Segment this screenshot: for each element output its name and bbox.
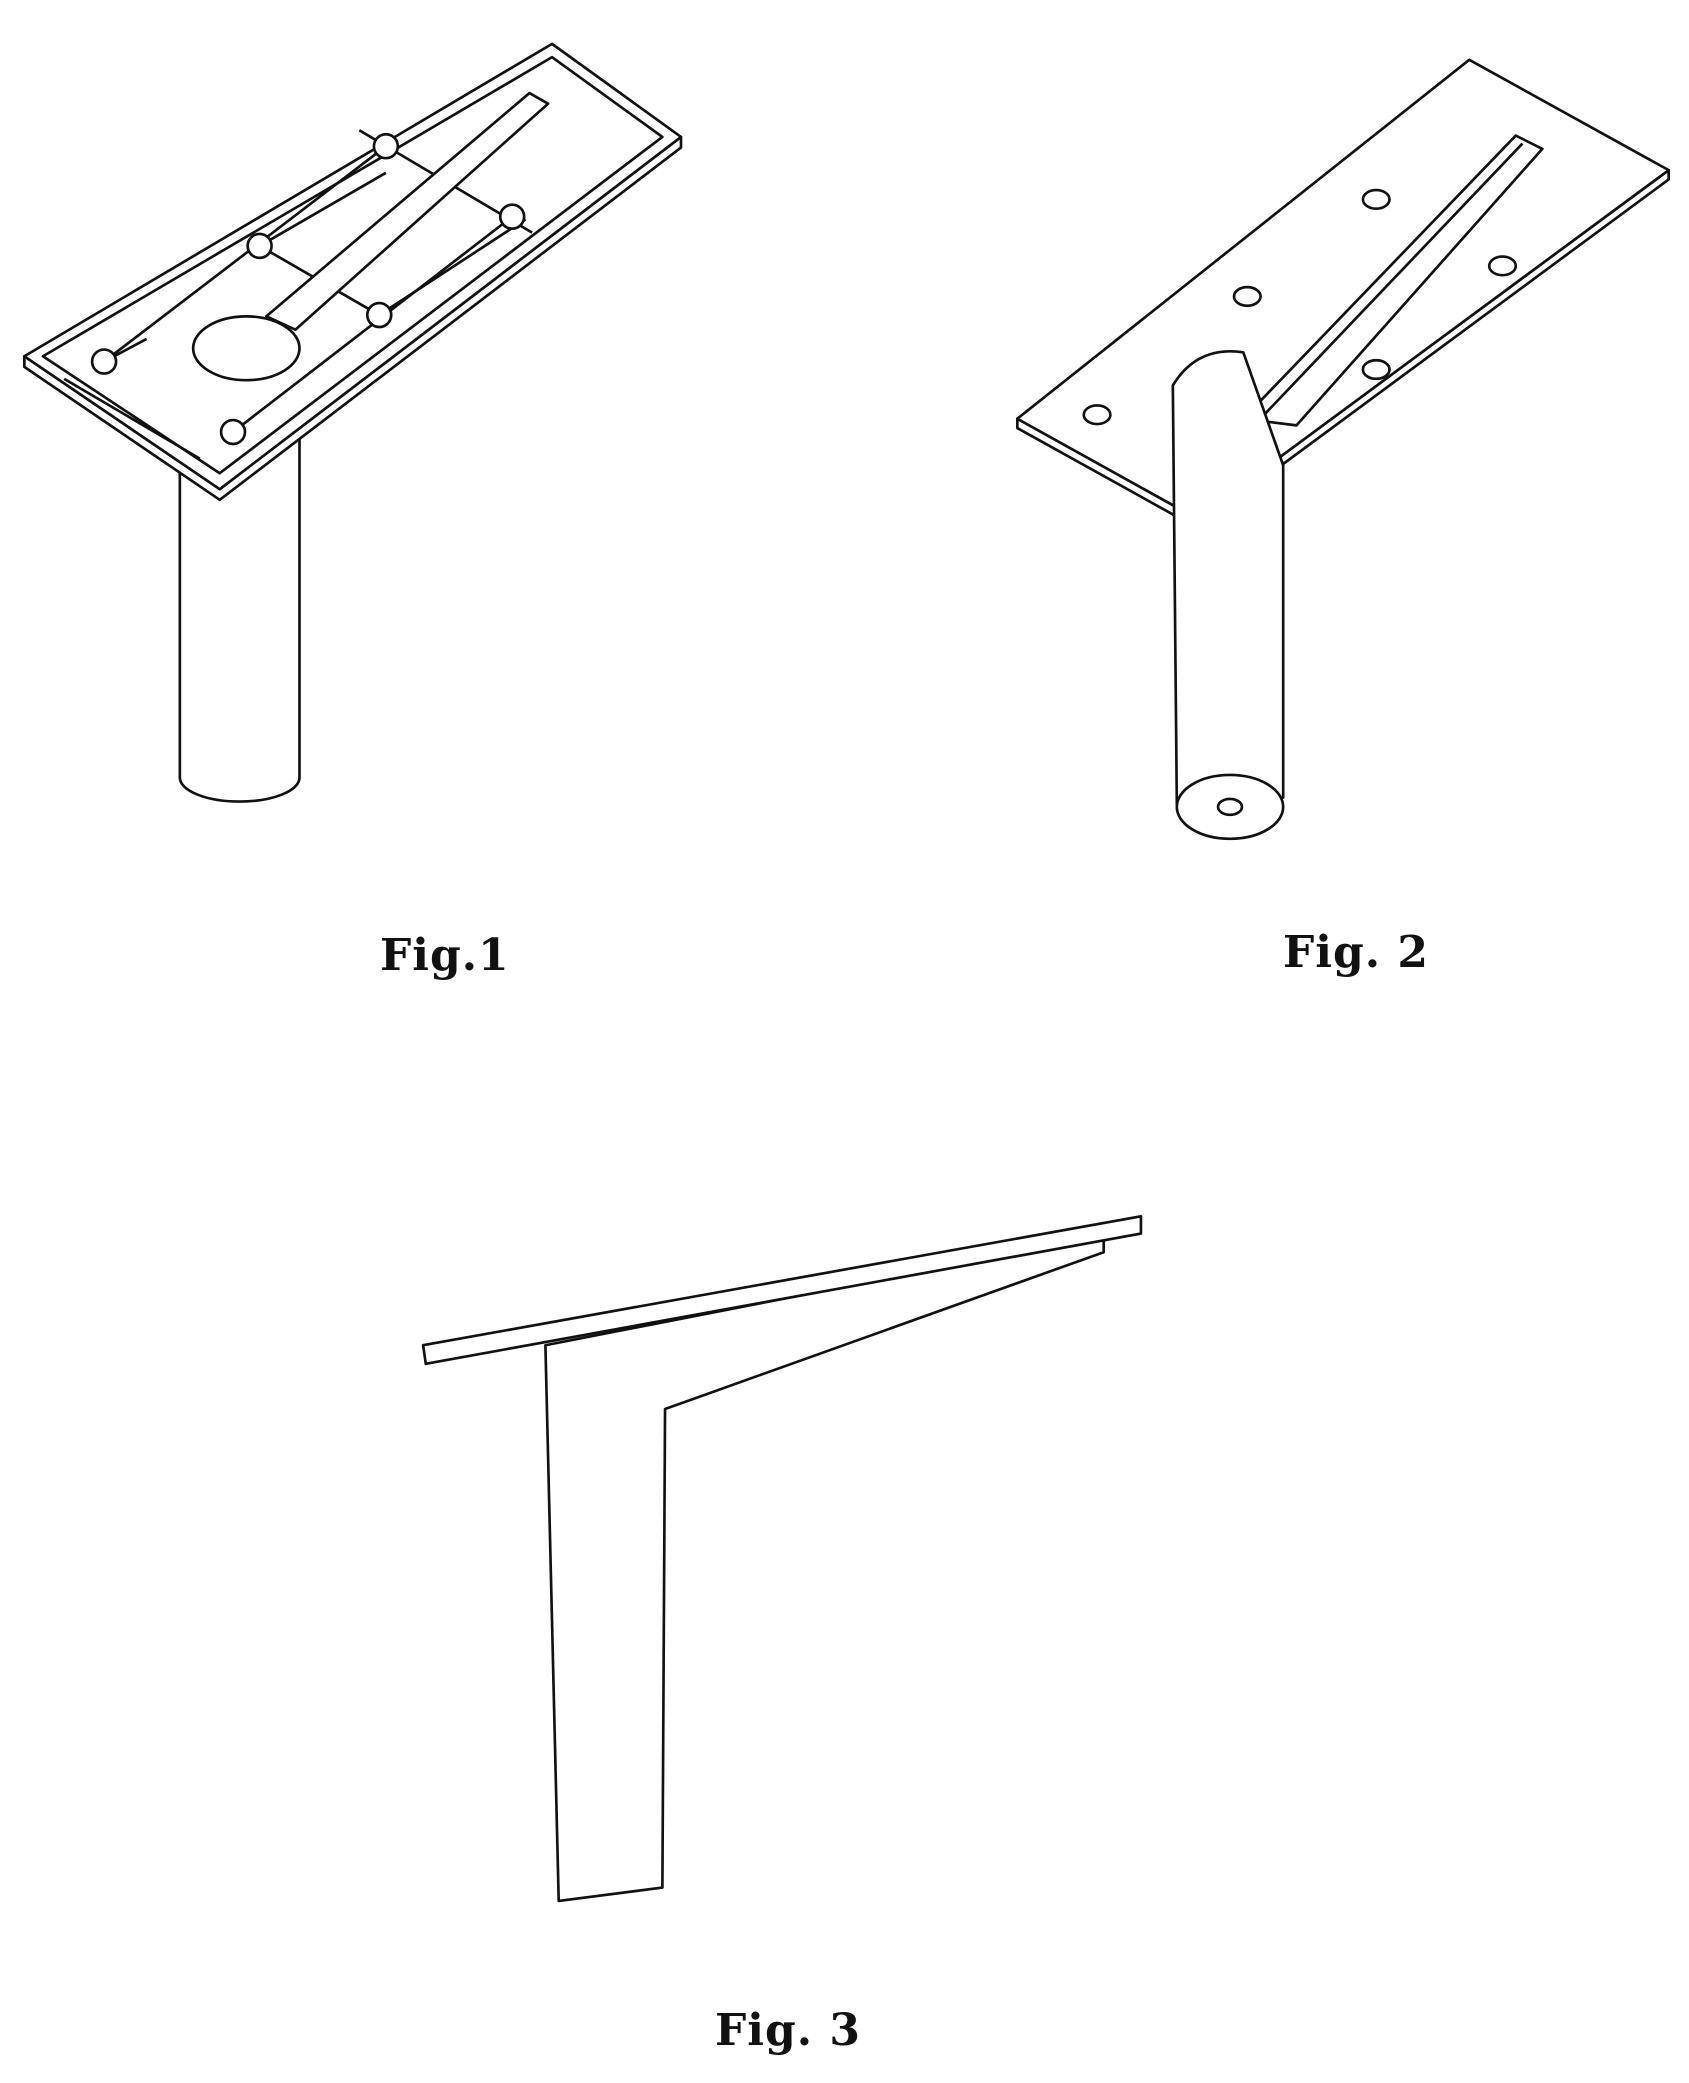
fig2-plate xyxy=(1015,58,1670,520)
fig1-slot xyxy=(264,91,550,331)
screw-hole xyxy=(498,203,526,230)
screw-hole xyxy=(372,132,400,160)
fig2-screw-holes xyxy=(1082,188,1518,426)
screw-hole xyxy=(90,348,118,375)
fig3-plate xyxy=(421,1214,1143,1366)
fig2-drawing xyxy=(1015,58,1670,841)
fig1-label: Fig.1 xyxy=(380,930,510,981)
screw-hole xyxy=(1232,285,1262,308)
fig2-slot-inner xyxy=(1255,142,1524,424)
fig1-screw-holes xyxy=(90,132,526,446)
fig1-leg xyxy=(178,437,301,803)
fig2-leg-end-hole xyxy=(1216,797,1244,817)
fig3-leg xyxy=(544,1234,1106,1903)
screw-hole xyxy=(246,232,273,260)
fig1-central-hole xyxy=(191,315,301,382)
screw-hole xyxy=(1082,404,1112,426)
screw-hole xyxy=(219,418,247,446)
screw-hole xyxy=(1487,255,1518,277)
screw-hole xyxy=(1361,358,1391,381)
screw-hole xyxy=(365,301,393,329)
fig3-drawing xyxy=(421,1214,1143,1903)
fig1-drawing xyxy=(22,42,683,803)
fig3-label: Fig. 3 xyxy=(715,2005,861,2056)
fig2-leg xyxy=(1171,350,1285,806)
screw-hole xyxy=(1361,188,1391,211)
fig2-label: Fig. 2 xyxy=(1283,927,1429,978)
